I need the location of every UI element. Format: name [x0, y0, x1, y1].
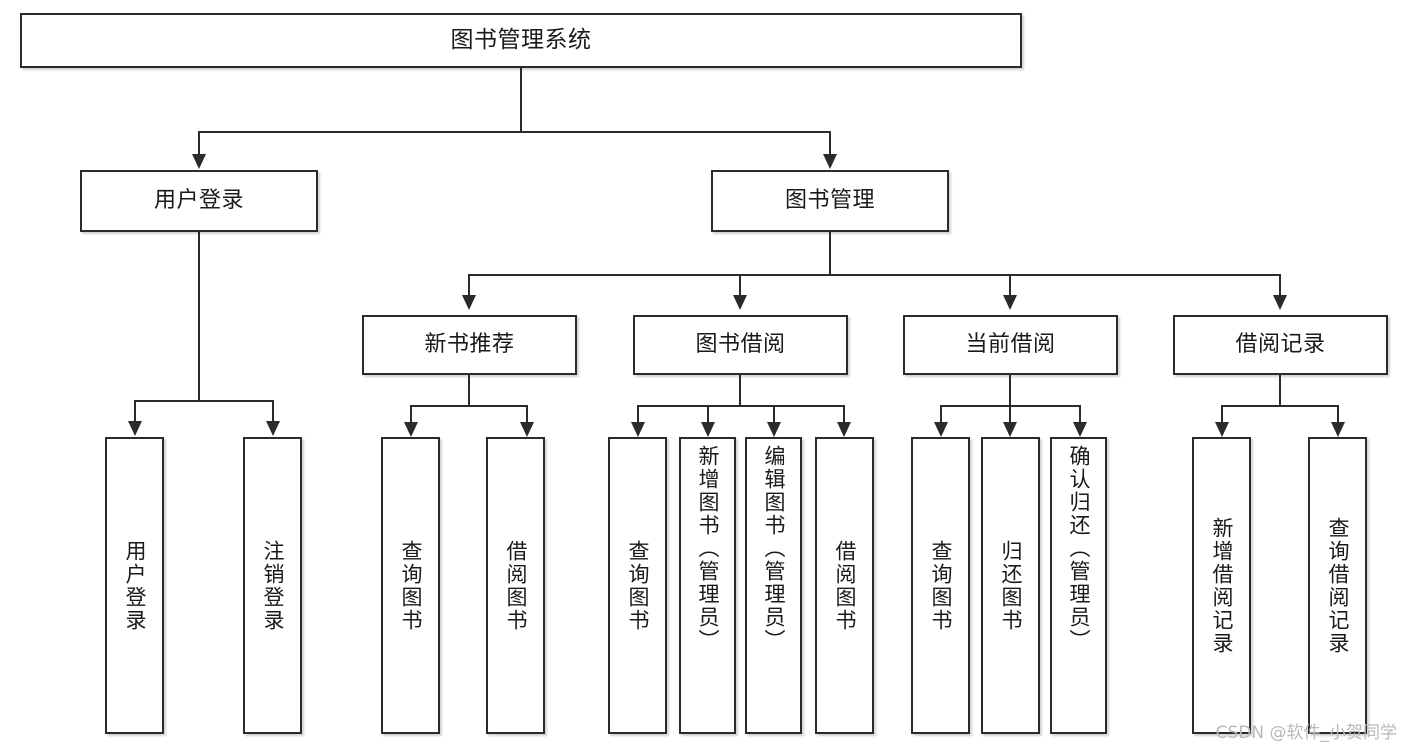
connector-borrow-record-drop-1 [1221, 405, 1223, 423]
node-leaf-borrow-book-2[interactable]: 借阅图书 [815, 437, 874, 734]
connector-new-book-rec-stem [468, 375, 470, 405]
node-leaf-add-book-label: 新增图书（管理员） [696, 445, 720, 652]
arrow-leaf-add-book [701, 422, 715, 437]
connector-root-bus [198, 131, 830, 133]
connector-user-login-drop-2 [272, 400, 274, 422]
node-book-manage[interactable]: 图书管理 [711, 170, 949, 232]
arrow-leaf-query-book-3 [934, 422, 948, 437]
arrow-leaf-confirm-return [1073, 422, 1087, 437]
connector-book-borrow-bus [637, 405, 844, 407]
node-book-borrow-label: 图书借阅 [695, 331, 786, 357]
connector-book-borrow-drop-2 [707, 405, 709, 423]
connector-book-manage-stem [829, 232, 831, 274]
node-leaf-query-book-3-label: 查询图书 [929, 539, 953, 632]
arrow-leaf-user-login [128, 421, 142, 436]
arrow-to-borrow-record [1273, 295, 1287, 310]
node-leaf-add-book[interactable]: 新增图书（管理员） [679, 437, 736, 734]
node-leaf-query-book-2[interactable]: 查询图书 [608, 437, 667, 734]
connector-new-book-rec-drop-2 [526, 405, 528, 423]
node-leaf-query-book-3[interactable]: 查询图书 [911, 437, 970, 734]
node-leaf-query-record[interactable]: 查询借阅记录 [1308, 437, 1367, 734]
arrow-leaf-query-book-1 [404, 422, 418, 437]
node-leaf-logout-label: 注销登录 [261, 539, 285, 632]
connector-current-borrow-drop-2 [1009, 405, 1011, 423]
node-user-login[interactable]: 用户登录 [80, 170, 318, 232]
node-leaf-return-book-label: 归还图书 [999, 539, 1023, 632]
node-new-book-rec-label: 新书推荐 [424, 331, 515, 357]
arrow-leaf-add-record [1215, 422, 1229, 437]
connector-book-manage-bus [468, 274, 1281, 276]
connector-to-book-manage [829, 131, 831, 155]
arrow-leaf-query-record [1331, 422, 1345, 437]
arrow-to-book-borrow [733, 295, 747, 310]
node-borrow-record-label: 借阅记录 [1235, 331, 1326, 357]
node-leaf-query-book-2-label: 查询图书 [626, 539, 650, 632]
connector-to-borrow-record [1279, 274, 1281, 296]
connector-user-login-drop-1 [134, 400, 136, 422]
node-leaf-query-record-label: 查询借阅记录 [1326, 516, 1350, 655]
node-leaf-edit-book[interactable]: 编辑图书（管理员） [745, 437, 802, 734]
node-leaf-query-book-1-label: 查询图书 [399, 539, 423, 632]
connector-root-stem [520, 68, 522, 131]
connector-user-login-bus [134, 400, 273, 402]
arrow-leaf-return-book [1003, 422, 1017, 437]
connector-to-new-book-rec [468, 274, 470, 296]
node-book-borrow[interactable]: 图书借阅 [633, 315, 848, 375]
arrow-to-current-borrow [1003, 295, 1017, 310]
arrow-leaf-logout [266, 421, 280, 436]
node-book-manage-label: 图书管理 [784, 187, 875, 213]
node-borrow-record[interactable]: 借阅记录 [1173, 315, 1388, 375]
arrow-leaf-borrow-book-1 [520, 422, 534, 437]
node-new-book-rec[interactable]: 新书推荐 [362, 315, 577, 375]
node-leaf-confirm-return-label: 确认归还（管理员） [1067, 445, 1091, 652]
node-leaf-borrow-book-1[interactable]: 借阅图书 [486, 437, 545, 734]
node-leaf-borrow-book-2-label: 借阅图书 [833, 539, 857, 632]
node-leaf-logout[interactable]: 注销登录 [243, 437, 302, 734]
csdn-watermark: CSDN @软件_小贺同学 [1215, 723, 1397, 743]
node-leaf-confirm-return[interactable]: 确认归还（管理员） [1050, 437, 1107, 734]
node-leaf-add-record-label: 新增借阅记录 [1210, 516, 1234, 655]
arrow-to-book-manage [823, 154, 837, 169]
connector-to-current-borrow [1009, 274, 1011, 296]
connector-current-borrow-stem [1009, 375, 1011, 405]
connector-book-borrow-drop-1 [637, 405, 639, 423]
node-leaf-query-book-1[interactable]: 查询图书 [381, 437, 440, 734]
node-leaf-edit-book-label: 编辑图书（管理员） [762, 445, 786, 652]
connector-new-book-rec-bus [410, 405, 527, 407]
connector-current-borrow-drop-1 [940, 405, 942, 423]
connector-borrow-record-drop-2 [1337, 405, 1339, 423]
node-leaf-return-book[interactable]: 归还图书 [981, 437, 1040, 734]
node-leaf-add-record[interactable]: 新增借阅记录 [1192, 437, 1251, 734]
connector-borrow-record-bus [1221, 405, 1338, 407]
node-leaf-borrow-book-1-label: 借阅图书 [504, 539, 528, 632]
connector-new-book-rec-drop-1 [410, 405, 412, 423]
arrow-leaf-edit-book [767, 422, 781, 437]
node-current-borrow[interactable]: 当前借阅 [903, 315, 1118, 375]
connector-to-book-borrow [739, 274, 741, 296]
node-leaf-user-login-label: 用户登录 [123, 539, 147, 632]
node-user-login-label: 用户登录 [153, 187, 244, 213]
connector-borrow-record-stem [1279, 375, 1281, 405]
arrow-to-user-login [192, 154, 206, 169]
node-leaf-user-login[interactable]: 用户登录 [105, 437, 164, 734]
connector-current-borrow-drop-3 [1079, 405, 1081, 423]
arrow-leaf-query-book-2 [631, 422, 645, 437]
connector-book-borrow-drop-3 [773, 405, 775, 423]
arrow-leaf-borrow-book-2 [837, 422, 851, 437]
node-root-label: 图书管理系统 [450, 26, 592, 53]
connector-book-borrow-stem [739, 375, 741, 405]
connector-to-user-login [198, 131, 200, 155]
node-current-borrow-label: 当前借阅 [965, 331, 1056, 357]
connector-book-borrow-drop-4 [843, 405, 845, 423]
connector-user-login-stem [198, 232, 200, 400]
node-root[interactable]: 图书管理系统 [20, 13, 1022, 68]
arrow-to-new-book-rec [462, 295, 476, 310]
